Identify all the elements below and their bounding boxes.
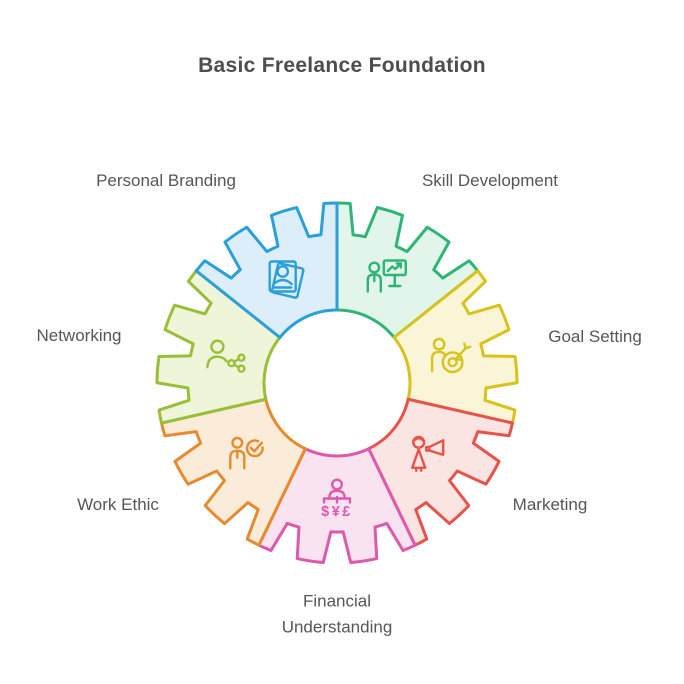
- personal-branding-segment: [194, 201, 339, 339]
- label-financial-understanding: Financial Understanding: [281, 591, 393, 637]
- work-ethic-icon: [229, 436, 264, 470]
- marketing-icon: [411, 435, 445, 472]
- skill-development-segment: [335, 201, 480, 339]
- label-networking: Networking: [36, 326, 122, 345]
- financial-understanding-segment: $¥£: [257, 447, 417, 564]
- diagram-title: Basic Freelance Foundation: [198, 54, 486, 77]
- label-skill-development: Skill Development: [421, 171, 559, 190]
- svg-text:$¥£: $¥£: [321, 504, 353, 520]
- goal-setting-segment: [392, 269, 519, 425]
- goal-setting-icon: [430, 337, 472, 374]
- work-ethic-segment: [160, 397, 307, 547]
- label-marketing: Marketing: [512, 495, 588, 514]
- networking-icon: [206, 339, 246, 373]
- financial-understanding-icon: $¥£: [321, 478, 353, 520]
- personal-branding-icon: [268, 260, 305, 299]
- label-goal-setting: Goal Setting: [548, 327, 642, 346]
- label-work-ethic: Work Ethic: [77, 495, 159, 514]
- marketing-segment: [367, 397, 514, 547]
- skill-development-icon: [366, 259, 407, 293]
- label-personal-branding: Personal Branding: [96, 171, 236, 190]
- networking-segment: [155, 269, 282, 425]
